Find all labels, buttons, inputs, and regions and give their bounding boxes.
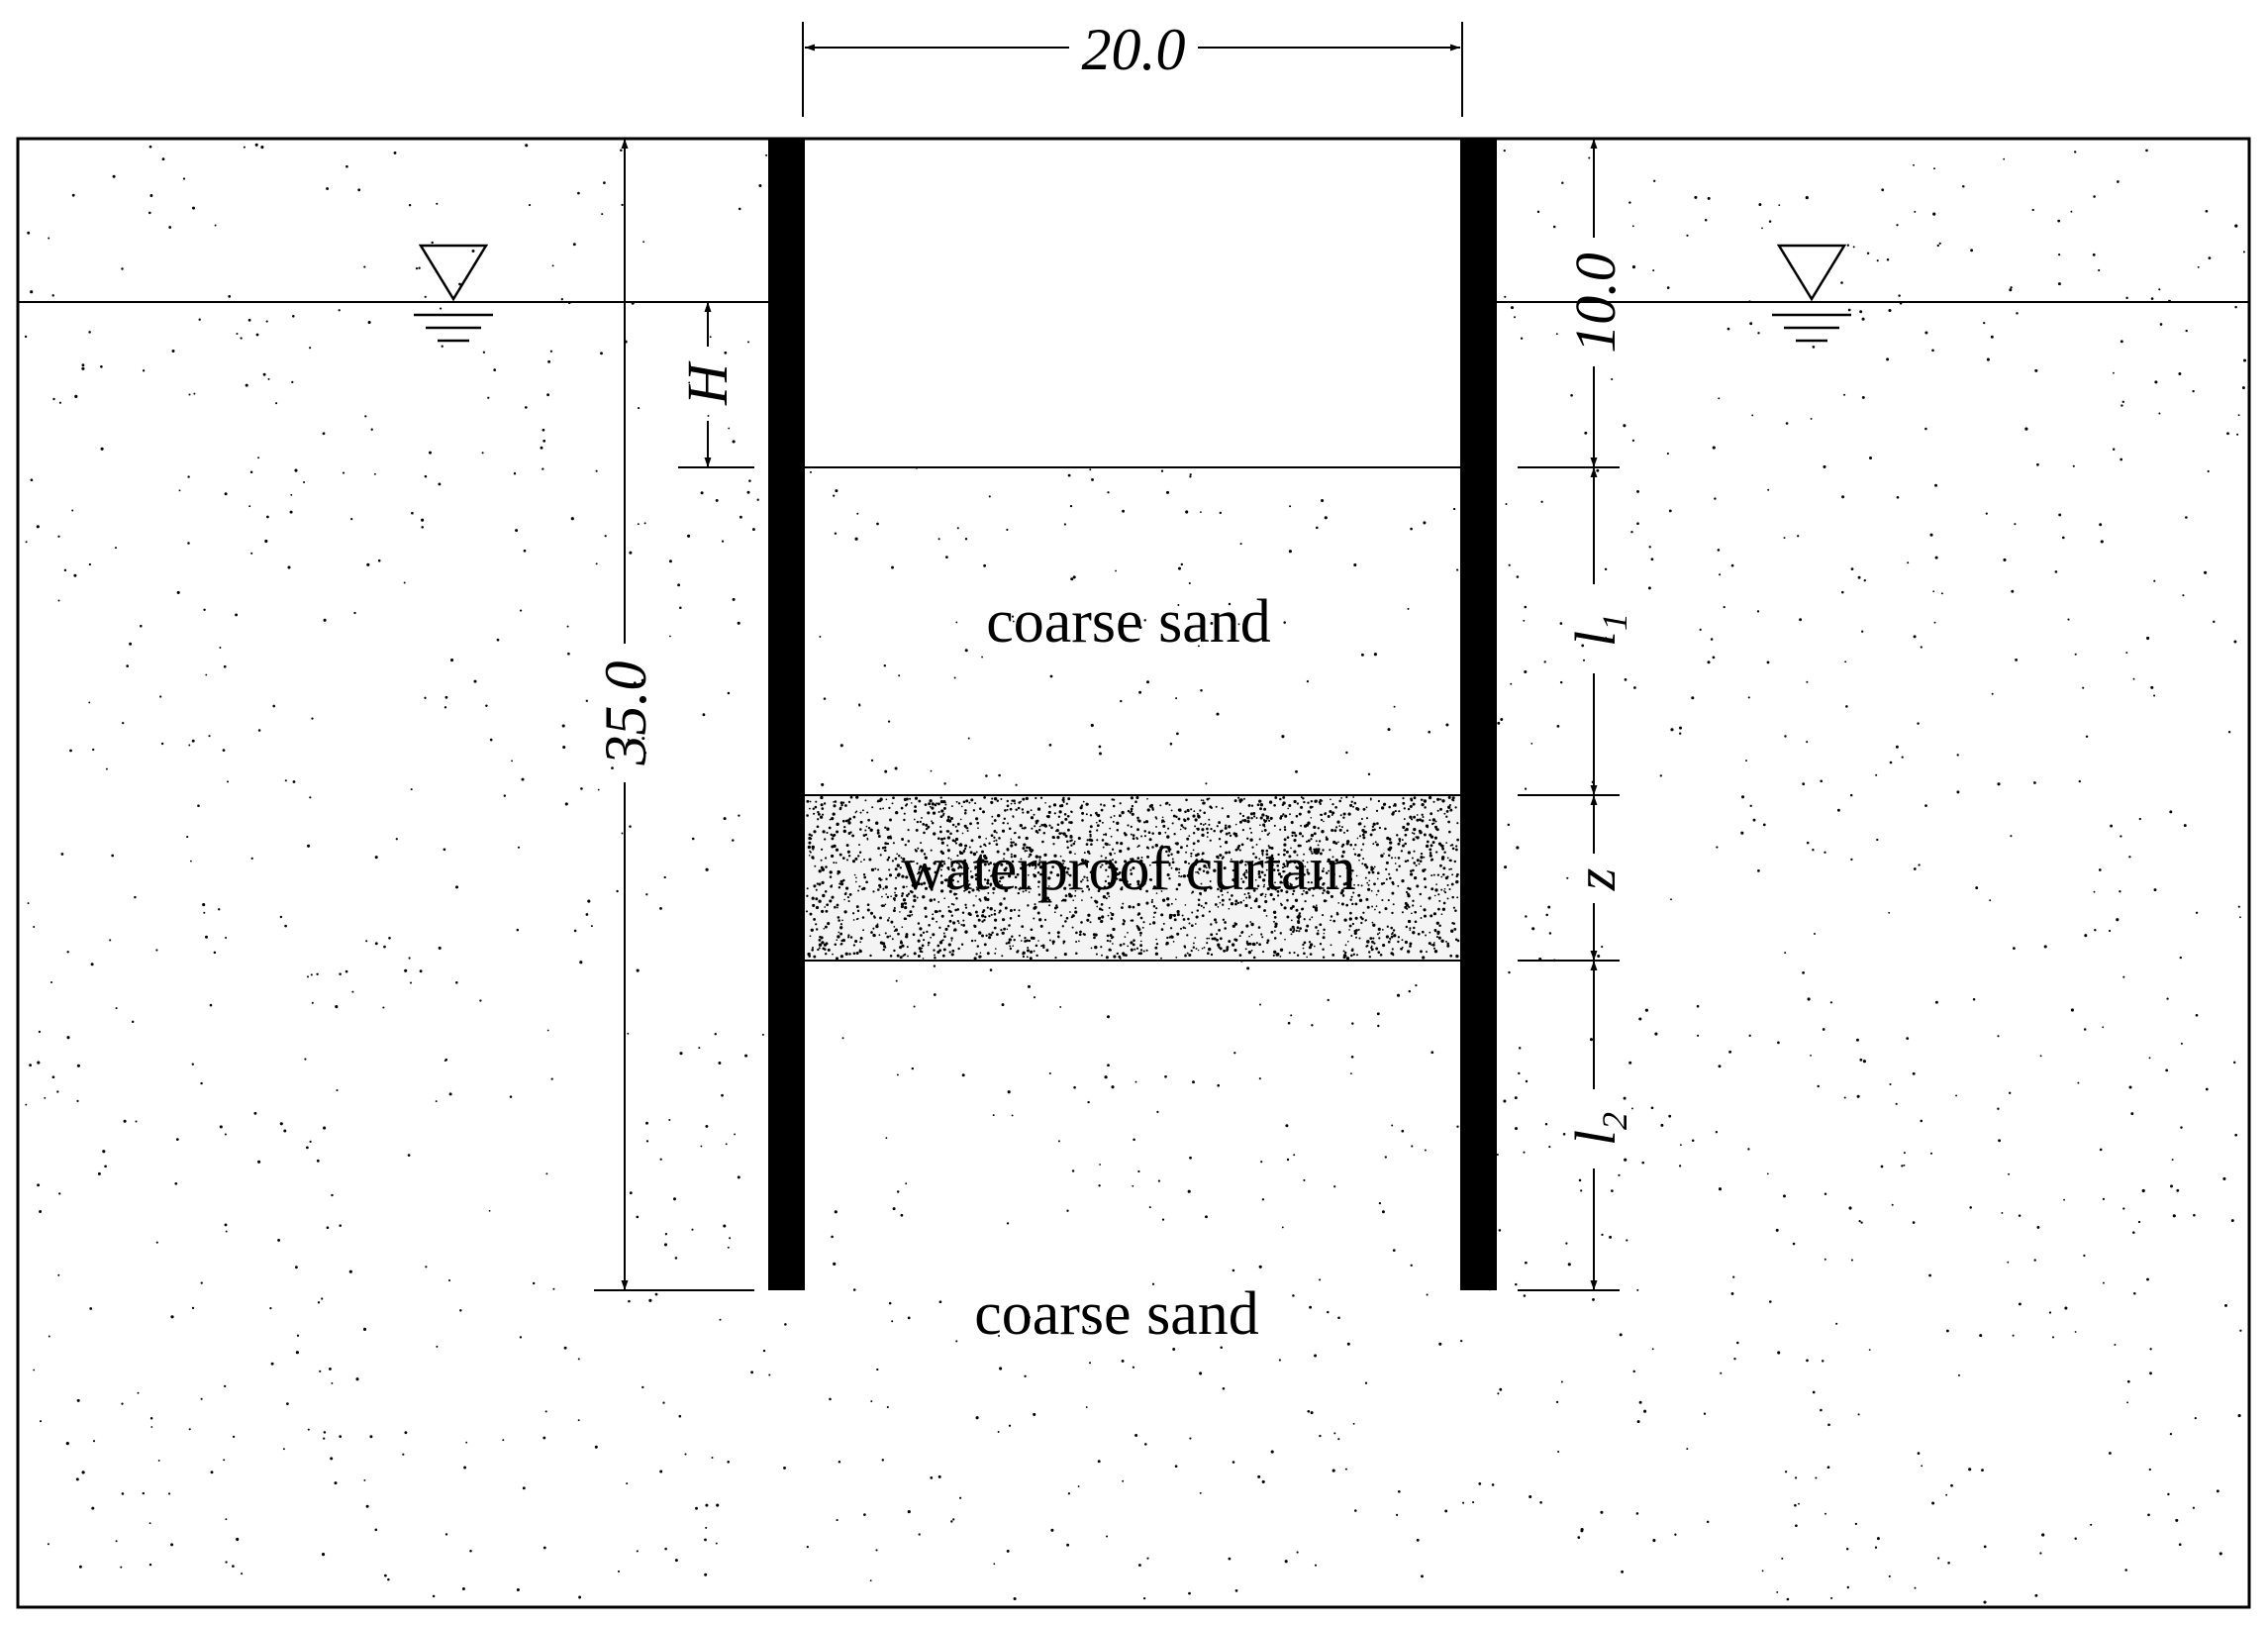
sand-texture xyxy=(24,143,2246,1604)
head-dimension-label: H xyxy=(675,360,740,406)
curtain-label: waterproof curtain xyxy=(901,836,1356,903)
curtain-texture xyxy=(805,795,1460,961)
retaining-wall-left xyxy=(768,139,805,1290)
layer-2-label: l2 xyxy=(1563,1112,1634,1146)
water-table-icon-right xyxy=(1772,244,1851,343)
upper-soil-label: coarse sand xyxy=(986,588,1270,656)
layer-1-label: l1 xyxy=(1563,613,1634,647)
layer-1-letter: l xyxy=(1563,631,1627,647)
lower-soil-label: coarse sand xyxy=(974,1280,1258,1348)
width-dimension-label: 20.0 xyxy=(1082,17,1186,82)
soil-domain-border xyxy=(16,137,2251,1609)
layer-2-subscript: 2 xyxy=(1595,1112,1634,1130)
excavation-depth-label: 10.0 xyxy=(1563,253,1627,354)
layer-1-subscript: 1 xyxy=(1595,613,1634,631)
depth-dimension-label: 35.0 xyxy=(593,661,658,766)
right-dimension-chain xyxy=(1518,139,1620,1291)
layer-2-letter: l xyxy=(1563,1130,1627,1146)
retaining-wall-right xyxy=(1460,139,1497,1290)
head-dimension xyxy=(678,302,754,468)
water-table-icon-left xyxy=(414,244,493,343)
width-dimension xyxy=(802,22,1463,117)
depth-dimension xyxy=(594,139,754,1291)
curtain-thickness-label: z xyxy=(1563,868,1627,892)
